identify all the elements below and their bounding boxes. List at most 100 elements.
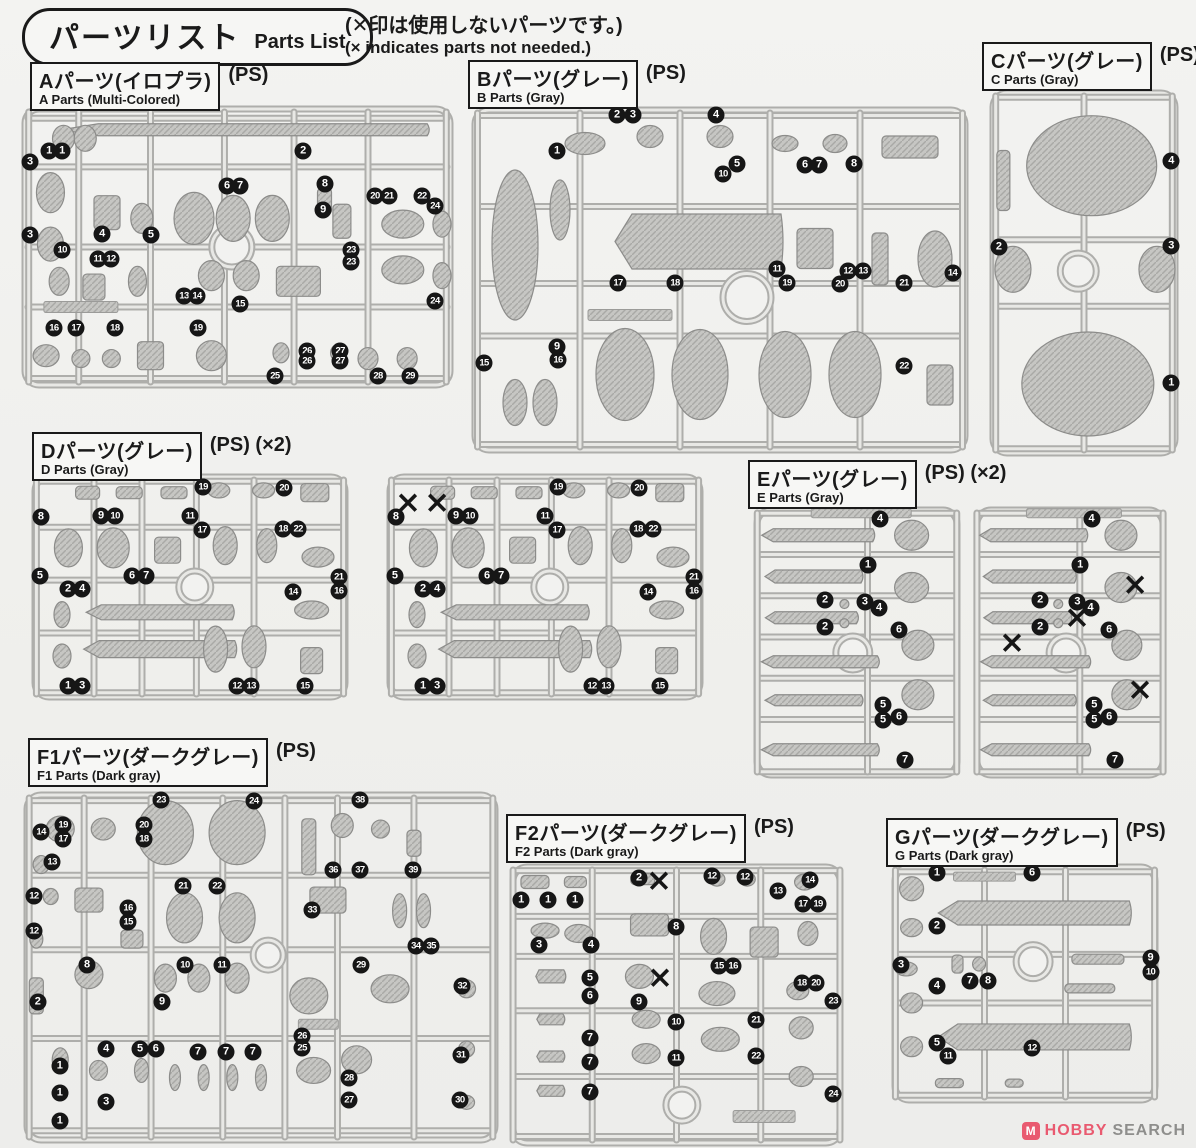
part-number-badge: 10 [461,507,479,525]
part-number-badge: 2 [414,580,432,598]
part-number-badge: 11 [939,1047,957,1065]
part-number-badge: 24 [245,792,263,810]
part-number-badge: 20 [630,479,648,497]
part-shape [301,818,317,876]
part-shape [195,340,227,372]
part-number-badge: 5 [386,567,404,585]
not-used-x-mark: × [998,624,1025,661]
part-number-badge: 6 [478,567,496,585]
part-shape [212,525,238,566]
part-shape [153,536,182,564]
part-number-badge: 12 [583,677,601,695]
section-a-material: (PS) [228,64,269,86]
part-shape [788,1016,814,1040]
part-number-badge: 3 [856,593,874,611]
part-number-badge: 3 [21,226,39,244]
part-number-badge: 28 [369,367,387,385]
part-number-badge: 12 [25,887,43,905]
part-shape [901,679,935,711]
part-number-badge: 3 [1068,593,1086,611]
part-shape [788,1065,814,1088]
part-number-badge: 20 [831,275,849,293]
part-number-badge: 17 [794,895,812,913]
not-needed-note-en: (× indicates parts not needed.) [345,38,592,57]
part-number-badge: 20 [366,187,384,205]
section-label-d: Dパーツ(グレー) D Parts (Gray) (PS) (×2) [32,432,292,481]
part-number-badge: 16 [685,582,703,600]
part-number-badge: 23 [342,253,360,271]
part-shape [90,817,116,841]
part-number-badge: 7 [492,567,510,585]
part-number-badge: 5 [874,696,892,714]
section-label-f2: F2パーツ(ダークグレー) F2 Parts (Dark gray) (PS) [506,814,794,863]
section-f1-material: (PS) [275,740,316,762]
part-shape [173,191,215,246]
part-number-badge: 11 [667,1049,685,1067]
part-number-badge: 19 [54,816,72,834]
part-number-badge: 5 [928,1034,946,1052]
part-number-badge: 24 [426,197,444,215]
part-shape [971,956,987,972]
part-number-badge: 6 [123,567,141,585]
part-number-badge: 12 [703,867,721,885]
part-number-badge: 6 [1023,864,1041,882]
part-number-badge: 2 [630,869,648,887]
part-shape [900,1036,924,1058]
part-number-badge: 7 [217,1043,235,1061]
runner-tag-plate [810,508,912,519]
runner-tag-plate [953,871,1016,882]
part-shape [197,1063,210,1092]
part-shape [502,378,528,427]
part-shape [168,1063,182,1092]
part-shape [760,528,876,543]
part-number-badge: 15 [651,677,669,695]
section-label-f1: F1パーツ(ダークグレー) F1 Parts (Dark gray) (PS) [28,738,316,787]
part-shape [763,694,864,707]
part-shape [917,230,953,288]
part-shape [611,527,633,564]
part-number-badge: 14 [284,583,302,601]
part-number-badge: 17 [548,521,566,539]
part-number-badge: 24 [824,1085,842,1103]
part-shape [127,265,148,297]
part-shape [979,655,1092,669]
part-number-badge: 8 [667,918,685,936]
part-shape [451,527,485,569]
part-number-badge: 16 [724,957,742,975]
part-shape [437,640,593,659]
section-label-c: Cパーツ(グレー) C Parts (Gray) (PS) [982,42,1196,91]
part-shape [160,486,188,500]
part-shape [1004,1078,1024,1088]
part-number-badge: 8 [78,956,96,974]
section-label-b: Bパーツ(グレー) B Parts (Gray) (PS) [468,60,686,109]
part-number-badge: 1 [414,677,432,695]
part-shape [624,963,655,990]
part-shape [252,482,276,499]
part-shape [82,273,106,301]
part-number-badge: 5 [1085,711,1103,729]
part-number-badge: 36 [324,861,342,879]
part-shape [226,1063,239,1092]
part-shape [1021,331,1155,437]
part-number-badge: 7 [581,1083,599,1101]
part-shape [1138,245,1176,293]
part-number-badge: 18 [666,274,684,292]
part-shape [951,954,964,974]
part-number-badge: 3 [73,677,91,695]
part-shape [839,618,850,629]
part-shape [595,327,655,422]
part-number-badge: 24 [426,292,444,310]
part-shape [515,486,543,500]
part-number-badge: 9 [314,201,332,219]
part-shape [165,892,204,944]
part-number-badge: 22 [413,187,431,205]
part-shape [120,929,144,949]
part-number-badge: 3 [624,106,642,124]
part-number-badge: 6 [1100,708,1118,726]
part-number-badge: 4 [1162,152,1180,170]
part-number-badge: 10 [1142,963,1160,981]
part-shape [1104,519,1138,551]
part-number-badge: 3 [97,1093,115,1111]
part-number-badge: 5 [31,567,49,585]
